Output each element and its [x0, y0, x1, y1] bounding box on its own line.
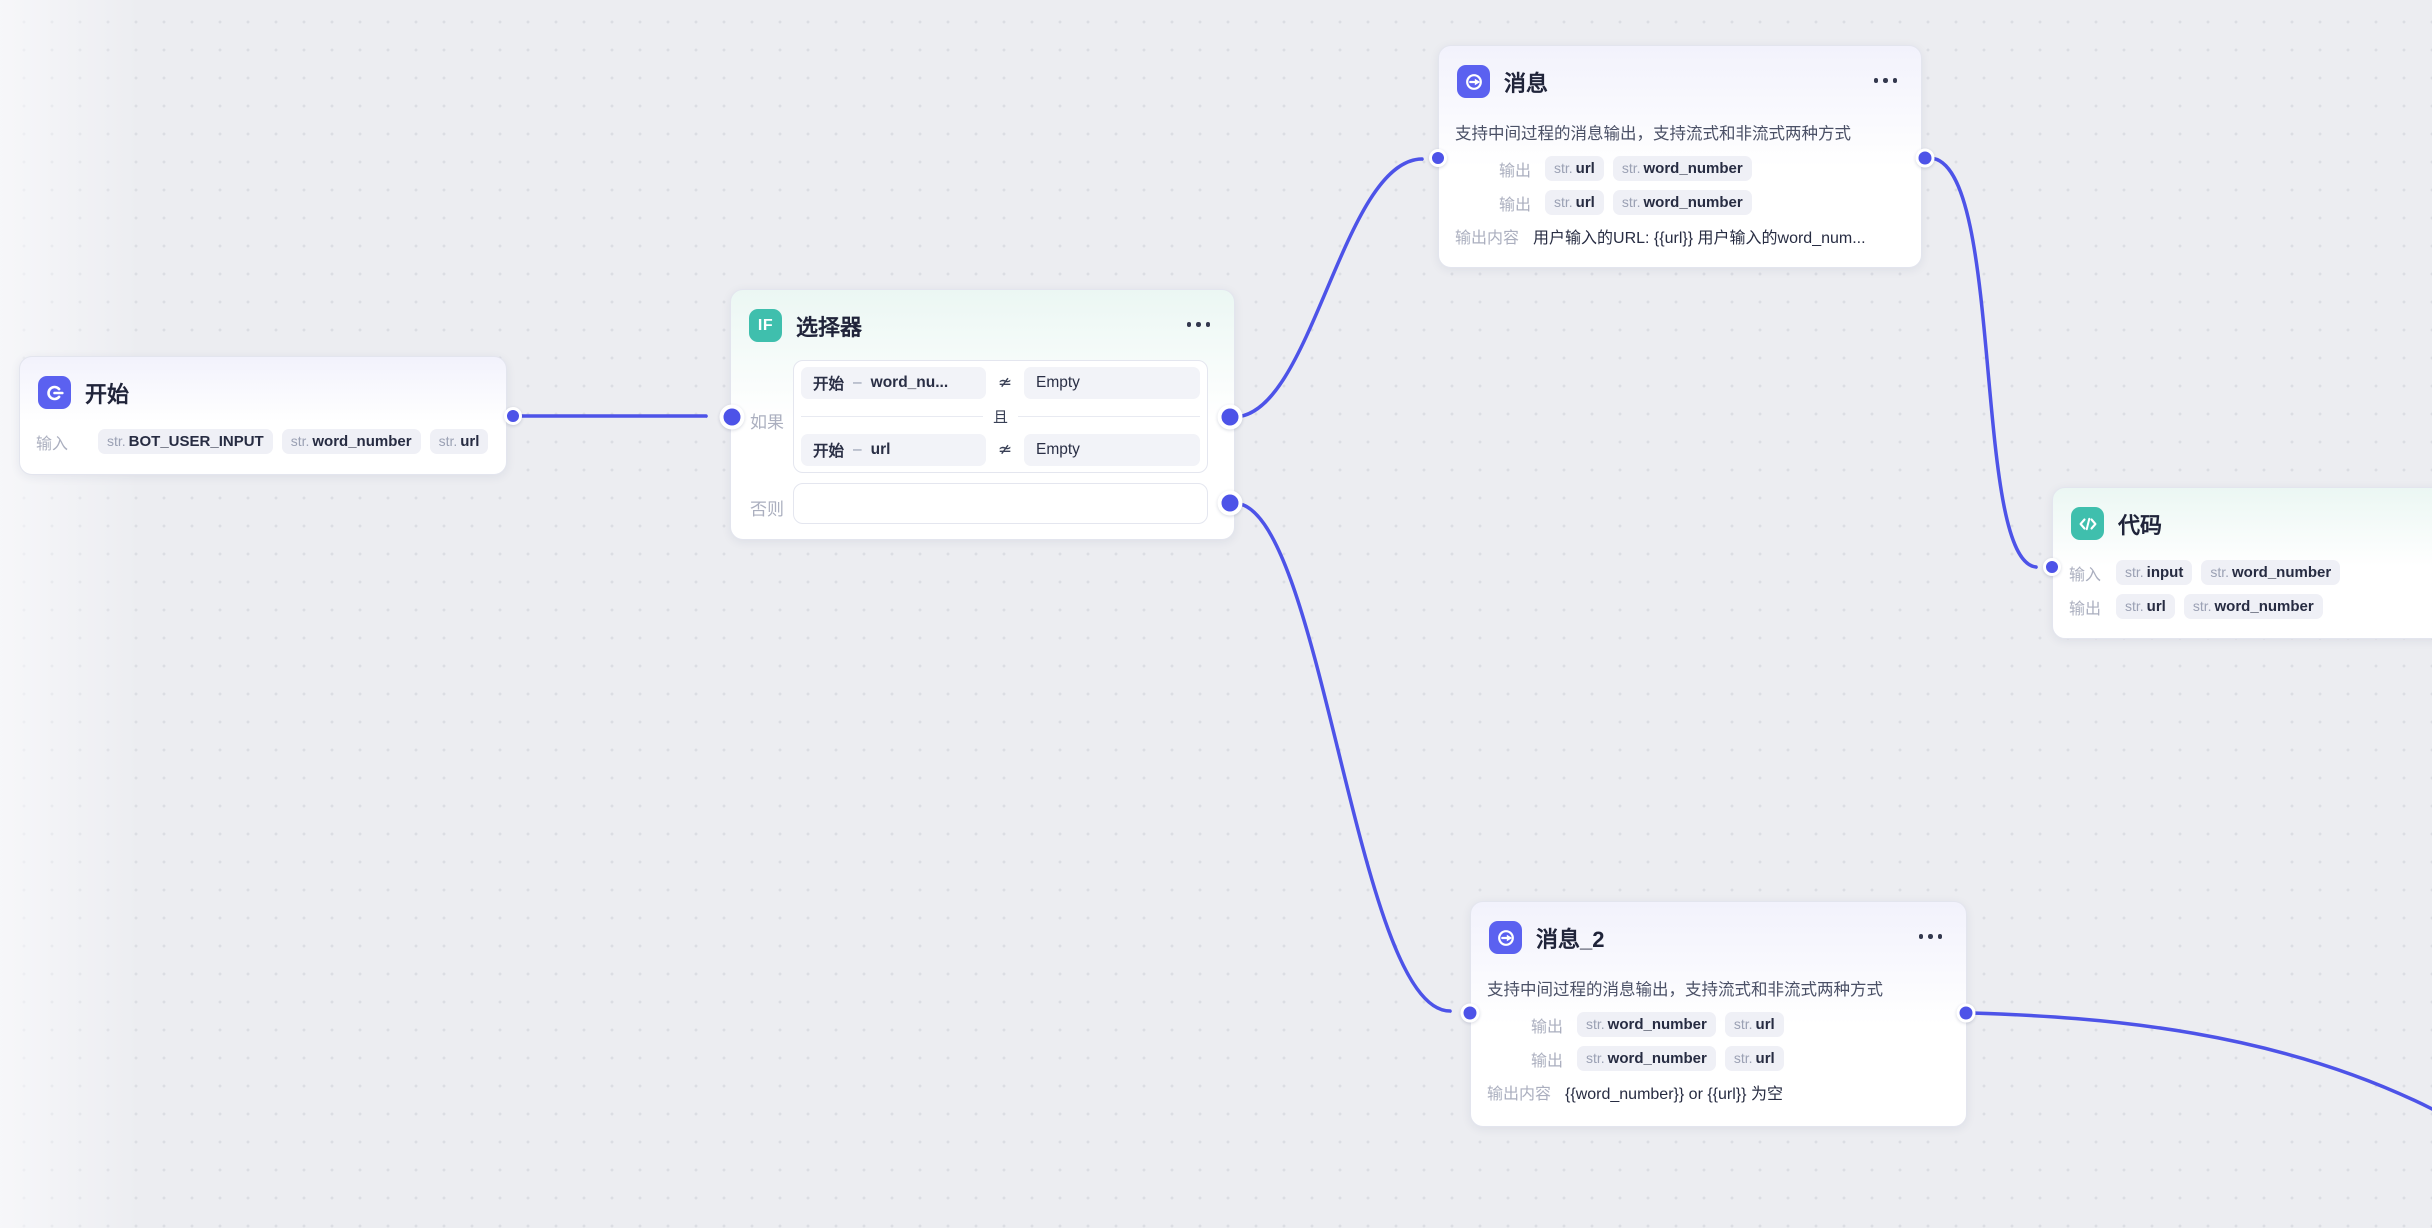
variable-tag[interactable]: str.url: [1724, 1012, 1784, 1037]
node-title: 代码: [2118, 512, 2163, 538]
output-content-label: 输出内容: [1455, 230, 1520, 247]
else-branch-box[interactable]: [793, 483, 1208, 524]
condition-left-ref[interactable]: 开始 – url: [801, 434, 986, 466]
condition-group: 开始 – word_nu... ≄ Empty 且 开始 – url ≄: [793, 360, 1208, 473]
else-branch-label: 否则: [750, 500, 784, 519]
output-row-label: 输出: [1498, 162, 1531, 180]
node-start-header: 开始: [20, 357, 506, 409]
output-content-label: 输出内容: [1487, 1086, 1552, 1103]
node-title: 开始: [85, 381, 130, 407]
variable-tag[interactable]: str.input: [2116, 560, 2193, 585]
port-message2-input[interactable]: [1460, 1003, 1480, 1023]
edge-message-to-code: [1928, 156, 2038, 567]
edge-message2-out: [1970, 1011, 2432, 1111]
and-divider: 且: [801, 399, 1201, 434]
variable-tag[interactable]: str.word_number: [1612, 156, 1752, 181]
port-code-input[interactable]: [2043, 558, 2061, 576]
more-menu-icon[interactable]: [1186, 322, 1210, 327]
start-icon: [38, 376, 71, 409]
node-start[interactable]: 开始 输入 str.BOT_USER_INPUT str.word_number…: [19, 356, 507, 475]
not-equal-operator[interactable]: ≄: [997, 373, 1013, 392]
port-selector-input[interactable]: [719, 404, 745, 430]
variable-tag[interactable]: str.word_number: [1612, 190, 1752, 215]
not-equal-operator[interactable]: ≄: [997, 440, 1013, 459]
more-menu-icon[interactable]: [1918, 934, 1942, 939]
node-message2[interactable]: 消息_2 支持中间过程的消息输出，支持流式和非流式两种方式 输出 str.wor…: [1470, 901, 1967, 1127]
variable-tag[interactable]: str.word_number: [281, 429, 421, 454]
node-description: 支持中间过程的消息输出，支持流式和非流式两种方式: [1487, 981, 1883, 999]
port-message-input[interactable]: [1429, 149, 1447, 167]
input-row-label: 输入: [2069, 566, 2102, 584]
if-branch-label: 如果: [750, 413, 784, 432]
variable-tag[interactable]: str.word_number: [1577, 1046, 1716, 1071]
variable-tag[interactable]: str.word_number: [1577, 1012, 1716, 1037]
more-menu-icon[interactable]: [1873, 78, 1897, 83]
node-code-header: 代码: [2053, 488, 2432, 540]
node-title: 消息: [1504, 70, 1549, 96]
condition-value-input[interactable]: Empty: [1024, 367, 1200, 399]
condition-row: 开始 – url ≄ Empty: [801, 434, 1200, 466]
node-message-header: 消息: [1439, 46, 1921, 98]
node-description: 支持中间过程的消息输出，支持流式和非流式两种方式: [1455, 125, 1851, 143]
variable-tag[interactable]: str.url: [1724, 1046, 1784, 1071]
input-row-label: 输入: [36, 435, 69, 453]
port-message2-output[interactable]: [1956, 1003, 1976, 1023]
variable-tag[interactable]: str.BOT_USER_INPUT: [98, 429, 273, 454]
port-start-output[interactable]: [504, 407, 522, 425]
variable-tag[interactable]: str.word_number: [2183, 594, 2323, 619]
output-row-label: 输出: [1498, 196, 1531, 214]
node-title: 选择器: [796, 314, 863, 340]
message-icon: [1457, 65, 1490, 98]
node-message[interactable]: 消息 支持中间过程的消息输出，支持流式和非流式两种方式 输出 str.url s…: [1438, 45, 1922, 268]
condition-row: 开始 – word_nu... ≄ Empty: [801, 367, 1200, 399]
node-title: 消息_2: [1536, 926, 1605, 952]
output-row-label: 输出: [2069, 600, 2102, 618]
variable-tag[interactable]: str.url: [429, 429, 489, 454]
variable-tag[interactable]: str.word_number: [2201, 560, 2341, 585]
node-code[interactable]: 代码 输入 str.input str.word_number 输出 str.u…: [2052, 487, 2432, 639]
output-row-label: 输出: [1530, 1052, 1563, 1070]
port-selector-if-output[interactable]: [1217, 404, 1243, 430]
output-row-label: 输出: [1530, 1018, 1563, 1036]
edge-selector-else-to-message2: [1232, 501, 1452, 1011]
condition-value-input[interactable]: Empty: [1024, 434, 1200, 466]
condition-left-ref[interactable]: 开始 – word_nu...: [801, 367, 986, 399]
output-content-text: {{word_number}} or {{url}} 为空: [1565, 1086, 1783, 1103]
if-icon: IF: [749, 309, 782, 342]
node-message2-header: 消息_2: [1471, 902, 1966, 954]
variable-tag[interactable]: str.url: [1545, 156, 1604, 181]
edge-selector-if-to-message: [1232, 157, 1424, 419]
message-icon: [1489, 921, 1522, 954]
variable-tag[interactable]: str.url: [1545, 190, 1604, 215]
output-content-text: 用户输入的URL: {{url}} 用户输入的word_num...: [1533, 230, 1866, 247]
port-selector-else-output[interactable]: [1217, 490, 1243, 516]
node-selector[interactable]: IF 选择器 如果 否则 开始 – word_nu... ≄ Empty 且: [730, 289, 1235, 540]
node-selector-header: IF 选择器: [731, 290, 1234, 342]
and-label: 且: [993, 409, 1009, 426]
variable-tag[interactable]: str.url: [2116, 594, 2175, 619]
port-message-output[interactable]: [1915, 148, 1935, 168]
code-icon: [2071, 507, 2104, 540]
